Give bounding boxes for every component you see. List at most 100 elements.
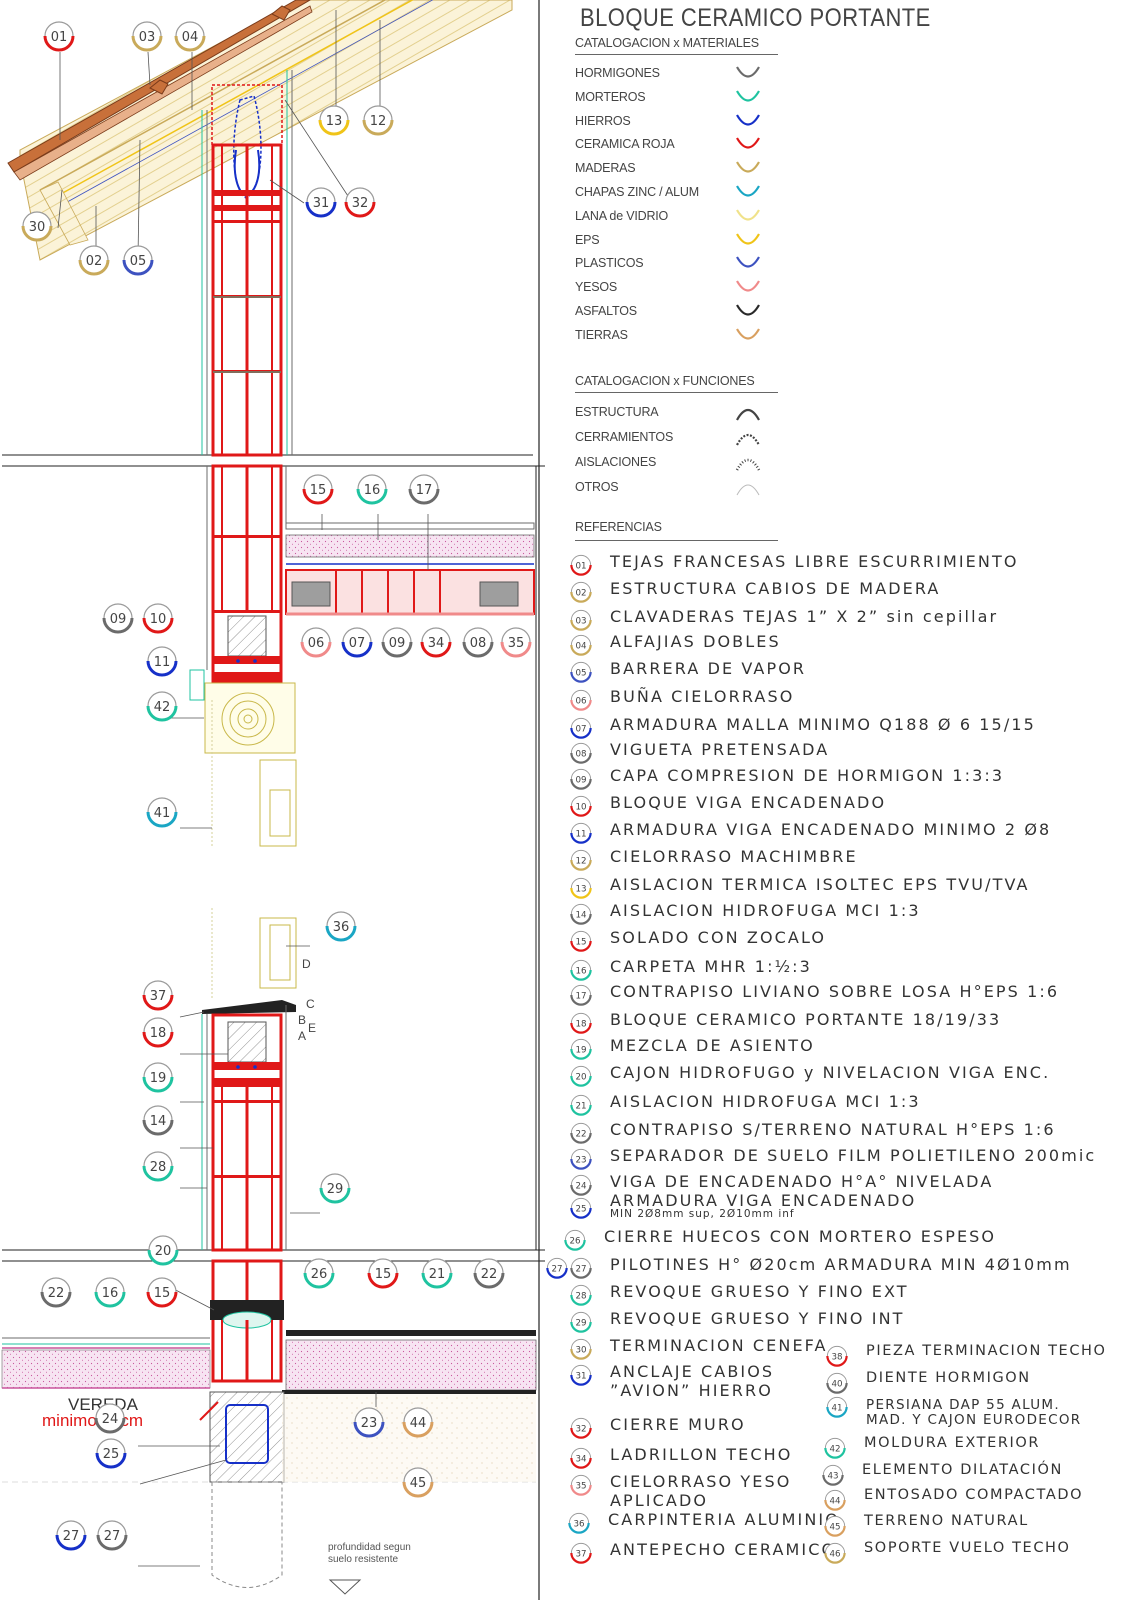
callout-14: 14 <box>142 1105 174 1136</box>
callout-15: 15 <box>367 1258 399 1289</box>
reference-label: BLOQUE VIGA ENCADENADO <box>610 793 887 812</box>
callout-23: 23 <box>353 1407 385 1438</box>
svg-text:05: 05 <box>575 668 586 678</box>
svg-text:14: 14 <box>150 1114 167 1129</box>
function-label: OTROS <box>575 480 619 494</box>
callout-09: 09 <box>102 603 134 634</box>
material-color-arc-icon <box>736 209 760 221</box>
svg-text:12: 12 <box>370 114 387 129</box>
callout-41: 41 <box>146 797 178 828</box>
reference-label: ENTOSADO COMPACTADO <box>864 1487 1084 1503</box>
reference-text: VIGA DE ENCADENADO H°A° NIVELADA <box>610 1172 993 1191</box>
svg-text:20: 20 <box>575 1072 586 1082</box>
reference-text: CAJON HIDROFUGO y NIVELACION VIGA ENC. <box>610 1063 1050 1082</box>
letter-d: D <box>302 957 311 971</box>
callout-22: 22 <box>473 1258 505 1289</box>
svg-text:09: 09 <box>389 636 406 651</box>
reference-label: CLAVADERAS TEJAS 1” X 2” sin cepillar <box>610 607 999 626</box>
reference-text: CARPETA MHR 1:½:3 <box>610 957 812 976</box>
svg-text:29: 29 <box>327 1182 344 1197</box>
svg-text:07: 07 <box>349 636 366 651</box>
material-label: ASFALTOS <box>575 304 637 318</box>
reference-number-badge: 02 <box>570 581 592 603</box>
svg-text:27: 27 <box>63 1529 80 1544</box>
reference-text: AISLACION TERMICA ISOLTEC EPS TVU/TVA <box>610 875 1030 894</box>
svg-text:20: 20 <box>155 1244 172 1259</box>
reference-label: CIERRE MURO <box>610 1415 746 1434</box>
material-label: EPS <box>575 232 600 247</box>
wall-upper <box>201 70 293 457</box>
reference-number-badge: 08 <box>570 742 592 764</box>
svg-text:08: 08 <box>470 636 487 651</box>
reference-label: REVOQUE GRUESO Y FINO INT <box>610 1309 905 1328</box>
sheet-title: BLOQUE CERAMICO PORTANTE <box>580 4 931 32</box>
callout-04: 04 <box>174 21 206 52</box>
svg-text:15: 15 <box>375 1267 392 1282</box>
reference-number-badge: 24 <box>570 1174 592 1196</box>
callout-01: 01 <box>43 21 75 52</box>
function-label: ESTRUCTURA <box>575 405 659 419</box>
function-style-arc-icon <box>736 433 760 446</box>
svg-text:35: 35 <box>508 636 525 651</box>
svg-text:08: 08 <box>575 749 586 759</box>
reference-number-badge: 22 <box>570 1122 592 1144</box>
reference-number-badge: 21 <box>570 1094 592 1116</box>
reference-text: REVOQUE GRUESO Y FINO EXT <box>610 1282 909 1301</box>
callout-22: 22 <box>40 1277 72 1308</box>
svg-text:17: 17 <box>575 991 586 1001</box>
callout-03: 03 <box>131 21 163 52</box>
svg-text:32: 32 <box>352 196 369 211</box>
reference-text: CIELORRASO MACHIMBRE <box>610 847 858 866</box>
callout-44: 44 <box>402 1407 434 1438</box>
material-label: MORTEROS <box>575 89 646 104</box>
reference-label: BLOQUE CERAMICO PORTANTE 18/19/33 <box>610 1010 1002 1029</box>
vereda-min-label: minimo 60cm <box>42 1411 143 1430</box>
svg-text:06: 06 <box>308 636 325 651</box>
reference-label: PIEZA TERMINACION TECHO <box>866 1343 1107 1359</box>
reference-label: ANTEPECHO CERAMICO <box>610 1540 837 1559</box>
callout-32: 32 <box>344 187 376 218</box>
callout-09: 09 <box>381 627 413 658</box>
material-label: HIERROS <box>575 113 631 128</box>
reference-number-badge: 16 <box>570 959 592 981</box>
reference-text: ESTRUCTURA CABIOS DE MADERA <box>610 579 940 598</box>
material-color-arc-icon <box>736 66 760 78</box>
svg-text:19: 19 <box>150 1071 167 1086</box>
reference-label: AISLACION TERMICA ISOLTEC EPS TVU/TVA <box>610 875 1030 894</box>
reference-label: CIERRE HUECOS CON MORTERO ESPESO <box>604 1227 997 1246</box>
reference-label: CIELORRASO YESO <box>610 1472 792 1491</box>
reference-label: SEPARADOR DE SUELO FILM POLIETILENO 200m… <box>610 1146 1097 1165</box>
callout-42: 42 <box>146 691 178 722</box>
svg-text:02: 02 <box>86 254 103 269</box>
reference-text: CONTRAPISO S/TERRENO NATURAL H°EPS 1:6 <box>610 1120 1056 1139</box>
reference-label: ELEMENTO DILATACIÓN <box>862 1462 1063 1478</box>
letter-b: B <box>298 1013 306 1027</box>
svg-text:14: 14 <box>575 910 587 920</box>
svg-text:24: 24 <box>102 1412 119 1427</box>
reference-label: CAPA COMPRESION DE HORMIGON 1:3:3 <box>610 766 1005 785</box>
reference-text: SOLADO CON ZOCALO <box>610 928 826 947</box>
reference-text: CIERRE MURO <box>610 1415 746 1434</box>
svg-text:16: 16 <box>102 1286 119 1301</box>
svg-text:04: 04 <box>575 641 587 651</box>
reference-number-badge: 27 <box>546 1257 568 1279</box>
callout-21: 21 <box>421 1258 453 1289</box>
svg-text:42: 42 <box>154 700 171 715</box>
reference-text: CONTRAPISO LIVIANO SOBRE LOSA H°EPS 1:6 <box>610 982 1059 1001</box>
references-heading: REFERENCIAS <box>575 520 778 541</box>
svg-text:38: 38 <box>831 1352 842 1362</box>
reference-text: MOLDURA EXTERIOR <box>864 1435 1040 1451</box>
reference-label: ARMADURA MALLA MINIMO Q188 Ø 6 15/15 <box>610 715 1036 734</box>
reference-label-line2: MAD. Y CAJON EURODECOR <box>866 1412 1082 1428</box>
svg-text:22: 22 <box>48 1286 65 1301</box>
reference-number-badge: 12 <box>570 849 592 871</box>
reference-number-badge: 18 <box>570 1012 592 1034</box>
letter-a: A <box>298 1029 306 1043</box>
callout-12: 12 <box>362 105 394 136</box>
function-style-arc-icon <box>736 408 760 421</box>
reference-number-badge: 09 <box>570 768 592 790</box>
reference-number-badge: 32 <box>570 1417 592 1439</box>
svg-text:31: 31 <box>313 196 330 211</box>
callout-11: 11 <box>146 646 178 677</box>
